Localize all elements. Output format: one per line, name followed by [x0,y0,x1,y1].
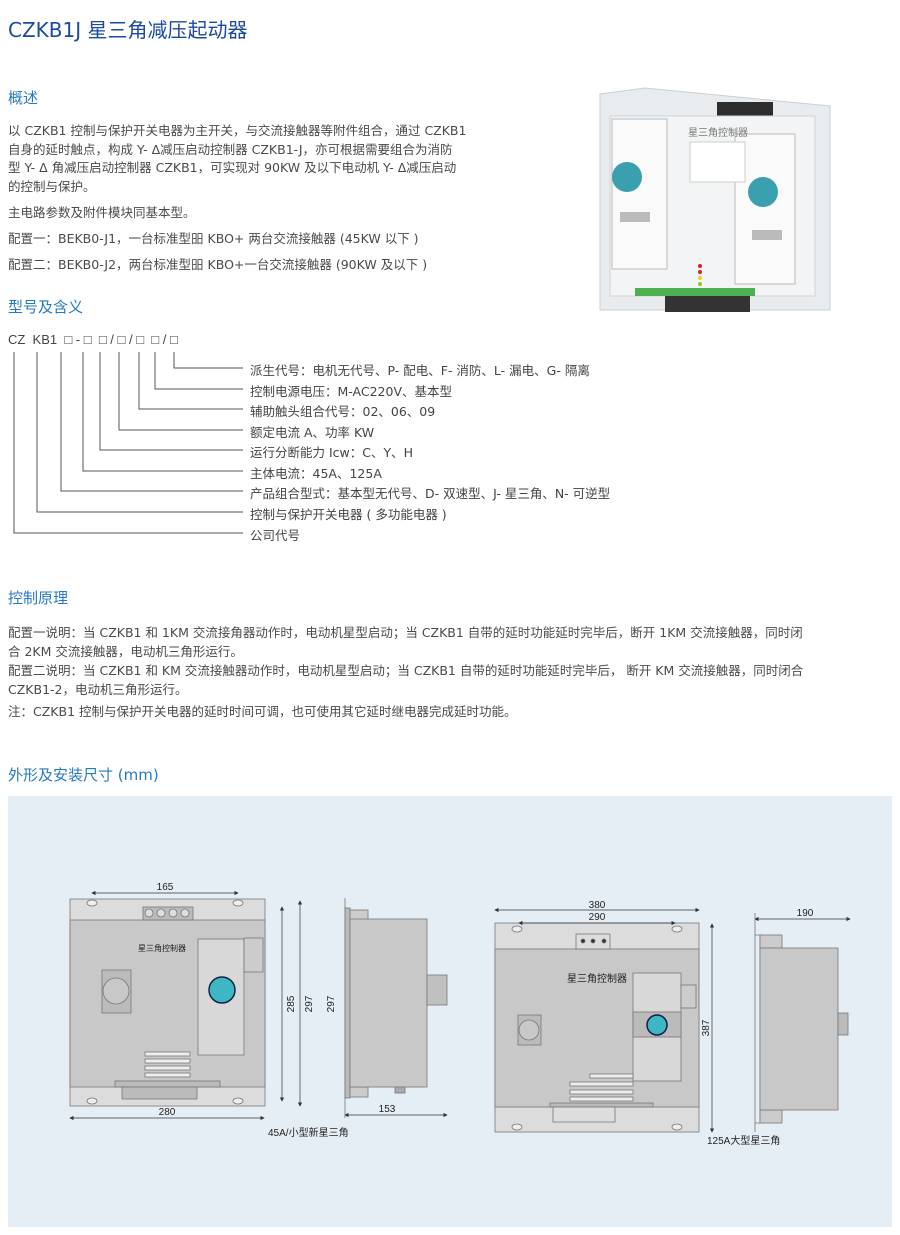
dim-280: 280 [159,1107,176,1118]
config1-text: 配置一：BEKB0-J1，一台标准型昍 KBO+ 两台交流接触器 (45KW 以… [8,231,419,246]
large-device-label: 星三角控制器 [567,972,627,985]
principle-line: CZKB1-2，电动机三角形运行。 [8,681,188,697]
dim-side-297: 297 [326,995,337,1012]
rotary-knob-icon [748,177,778,207]
rotary-knob-icon [208,976,236,1004]
principle-line: 合 2KM 交流接触器，电动机三角形运行。 [8,643,243,659]
overview-line: 型 Y- Δ 角减压启动控制器 CZKB1，可实现对 90KW 及以下电动机 Y… [8,160,457,176]
dim-190: 190 [797,908,814,919]
product-photo: 星三角控制器 [590,84,840,330]
small-side-view [344,898,448,1118]
small-device-label: 星三角控制器 [138,943,186,953]
principle-config1: 配置一说明：当 CZKB1 和 1KM 交流接角器动作时，电动机星型启动；当 C… [8,624,803,661]
dim-297: 297 [304,995,315,1012]
large-caption: 125A大型星三角 [707,1134,780,1147]
small-caption: 45A/小型新星三角 [268,1126,349,1139]
principle-note: 注：CZKB1 控制与保护开关电器的延时时间可调，也可使用其它延时继电器完成延时… [8,704,517,719]
dim-290: 290 [589,912,606,923]
config2-text: 配置二：BEKB0-J2，两台标准型昍 KBO+一台交流接触器 (90KW 及以… [8,257,428,272]
dim-153: 153 [379,1104,396,1115]
overview-line: 自身的延时触点，构成 Y- Δ减压启动控制器 CZKB1-J，亦可根据需要组合为… [8,141,453,157]
small-front-view [69,898,266,1107]
legend-item: 公司代号 [250,528,301,543]
overview-line: 的控制与保护。 [8,178,96,194]
dimensions-heading: 外形及安装尺寸 (mm) [8,766,159,784]
dim-285: 285 [286,995,297,1012]
overview-heading: 概述 [8,89,39,107]
dimension-drawings-panel: 星三角控制器 165 280 285 297 297 153 45A/小型新星三… [8,796,892,1227]
model-code: CZ KB1 □ - □ □ / □ / □ □ / □ [8,332,178,347]
large-front-view [494,922,700,1133]
legend-item: 产品组合型式：基本型无代号、D- 双速型、J- 星三角、N- 可逆型 [250,486,611,501]
model-tree-lines [13,352,243,534]
principle-config2: 配置二说明：当 CZKB1 和 KM 交流接触器动作时，电动机星型启动；当 CZ… [8,662,803,699]
legend-item: 运行分断能力 Icw：C、Y、H [250,445,414,460]
legend-item: 控制与保护开关电器 ( 多功能电器 ) [250,507,447,522]
model-heading: 型号及含义 [8,298,84,316]
rotary-knob-icon [612,162,642,192]
legend-item: 辅助触头组合代号：02、06、09 [250,404,436,419]
principle-line: 配置二说明：当 CZKB1 和 KM 交流接触器动作时，电动机星型启动；当 CZ… [8,663,804,678]
overview-line: 以 CZKB1 控制与保护开关电器为主开关，与交流接触器等附件组合，通过 CZK… [8,123,467,138]
large-side-view [754,913,849,1132]
legend-item: 主体电流：45A、125A [250,466,382,481]
legend-item: 控制电源电压：M-AC220V、基本型 [250,384,452,399]
overview-paragraph: 以 CZKB1 控制与保护开关电器为主开关，与交流接触器等附件组合，通过 CZK… [8,122,528,196]
photo-label: 星三角控制器 [688,126,748,139]
main-circuit-text: 主电路参数及附件模块同基本型。 [8,205,196,220]
rotary-knob-icon [646,1014,668,1036]
principle-heading: 控制原理 [8,589,69,607]
legend-item: 派生代号：电机无代号、P- 配电、F- 消防、L- 漏电、G- 隔离 [250,363,590,378]
legend-item: 额定电流 A、功率 KW [250,425,375,440]
dim-387: 387 [701,1019,712,1036]
dim-165: 165 [157,882,174,893]
principle-line: 配置一说明：当 CZKB1 和 1KM 交流接角器动作时，电动机星型启动；当 C… [8,625,803,640]
dim-380: 380 [589,900,606,911]
page-title: CZKB1J 星三角减压起动器 [8,18,248,42]
